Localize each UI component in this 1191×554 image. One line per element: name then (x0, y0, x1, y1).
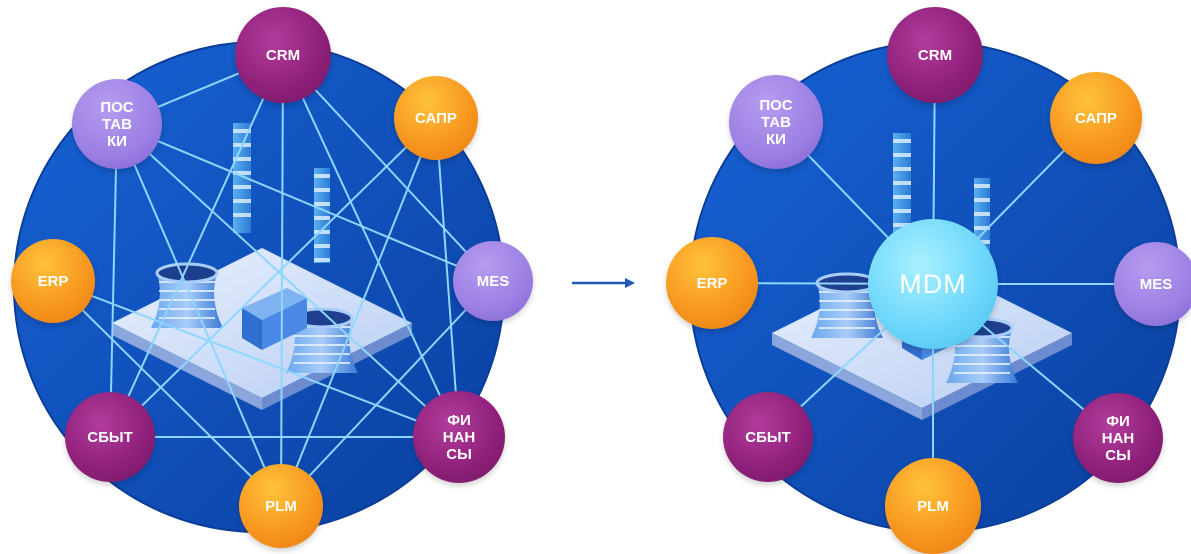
before-link-sapr-finansy (435, 117, 460, 438)
after-chimney-1 (893, 133, 911, 243)
after-chimney-stripe (893, 223, 911, 227)
before-tower-top-1 (155, 262, 219, 284)
after-chimney-stripe (974, 226, 990, 230)
before-link-erp-plm (52, 280, 282, 507)
before-chimney-stripe (314, 188, 330, 192)
after-node-sapr-label: САПР (1075, 109, 1117, 127)
after-node-postavki-label: ПОС ТАВ КИ (759, 96, 793, 148)
before-node-erp: ERP (11, 239, 95, 323)
before-node-finansy-label: ФИ НАН СЫ (442, 411, 476, 463)
after-chimney-stripe (974, 184, 990, 188)
before-link-erp-finansy (52, 280, 460, 438)
after-node-sbyt-label: СБЫТ (745, 428, 791, 446)
before-chimney-2 (314, 168, 330, 263)
before-building-left-wall (242, 308, 262, 350)
before-chimney-stripe (233, 199, 251, 203)
before-node-erp-label: ERP (37, 272, 69, 290)
after-node-finansy: ФИ НАН СЫ (1073, 393, 1163, 483)
before-chimney-stripe (233, 129, 251, 133)
before-link-postavki-plm (116, 123, 282, 507)
after-chimney-stripe (893, 153, 911, 157)
before-link-postavki-finansy (116, 123, 460, 438)
after-chimney-stripe (974, 198, 990, 202)
after-node-erp: ERP (666, 237, 758, 329)
before-node-mes-label: MES (476, 272, 510, 290)
before-node-crm-label: CRM (265, 46, 301, 64)
after-node-crm-label: CRM (917, 46, 953, 64)
after-node-postavki: ПОС ТАВ КИ (729, 75, 823, 169)
before-chimney-stripe (314, 230, 330, 234)
before-link-sapr-plm (280, 117, 437, 507)
after-chimney-stripe (974, 212, 990, 216)
before-node-sbyt-label: СБЫТ (87, 428, 133, 446)
before-link-crm-mes (282, 54, 494, 282)
before-link-crm-sbyt (109, 54, 284, 438)
before-chimney-stripe (314, 174, 330, 178)
before-chimney-stripe (314, 202, 330, 206)
before-node-postavki-label: ПОС ТАВ КИ (100, 98, 134, 150)
before-node-sapr: САПР (394, 76, 478, 160)
after-node-sbyt: СБЫТ (723, 392, 813, 482)
after-node-plm: PLM (885, 458, 981, 554)
before-chimney-stripe (314, 258, 330, 262)
after-node-mes: MES (1114, 242, 1191, 326)
after-chimney-stripe (893, 209, 911, 213)
before-link-mes-plm (280, 280, 494, 507)
before-chimney-stripe (233, 171, 251, 175)
after-platform-side-left (772, 333, 922, 420)
before-chimney-stripe (314, 216, 330, 220)
before-node-sbyt: СБЫТ (65, 392, 155, 482)
before-platform-side-left (112, 323, 262, 410)
before-building-roof (242, 288, 307, 320)
after-node-mes-label: MES (1139, 275, 1173, 293)
before-chimney-stripe (233, 213, 251, 217)
before-chimney-stripe (233, 185, 251, 189)
before-node-sapr-label: САПР (415, 109, 457, 127)
before-building-right-wall (262, 298, 307, 350)
before-link-crm-plm (280, 54, 284, 507)
before-chimney-stripe (314, 244, 330, 248)
after-node-sapr: САПР (1050, 72, 1142, 164)
after-node-plm-label: PLM (917, 497, 949, 515)
after-node-finansy-label: ФИ НАН СЫ (1101, 412, 1135, 464)
before-link-crm-finansy (282, 54, 460, 438)
after-node-erp-label: ERP (696, 274, 728, 292)
after-chimney-stripe (893, 181, 911, 185)
after-chimney-stripe (893, 139, 911, 143)
mdm-hub: MDM (868, 219, 998, 349)
after-node-crm: CRM (887, 7, 983, 103)
before-node-postavki: ПОС ТАВ КИ (72, 79, 162, 169)
before-node-plm: PLM (239, 464, 323, 548)
after-chimney-stripe (893, 195, 911, 199)
before-node-plm-label: PLM (265, 497, 297, 515)
before-link-sapr-sbyt (109, 117, 437, 438)
after-factory-illustration (772, 133, 1072, 420)
before-link-postavki-mes (116, 123, 494, 282)
before-node-mes: MES (453, 241, 533, 321)
before-node-finansy: ФИ НАН СЫ (413, 391, 505, 483)
before-node-crm: CRM (235, 7, 331, 103)
before-chimney-stripe (233, 157, 251, 161)
after-chimney-stripe (893, 167, 911, 171)
before-chimney-1 (233, 123, 251, 233)
mdm-hub-label: MDM (899, 268, 967, 299)
before-link-postavki-sbyt (109, 123, 118, 438)
